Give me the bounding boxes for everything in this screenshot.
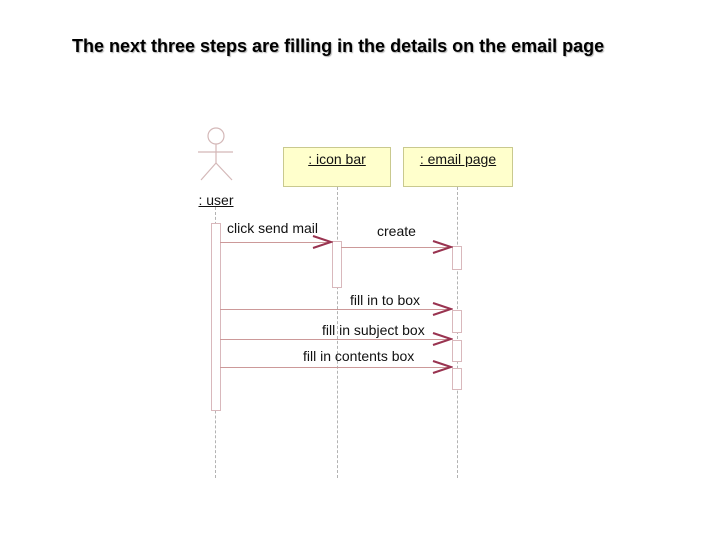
message-label: click send mail <box>227 220 319 236</box>
activation-icon-bar <box>332 241 342 288</box>
message-line-create <box>341 247 449 248</box>
message-label: fill in contents box <box>303 348 415 364</box>
object-box-icon-bar: : icon bar <box>283 147 391 187</box>
activation-email-page-1 <box>452 246 462 270</box>
activation-email-page-2 <box>452 310 462 333</box>
activation-user <box>211 223 221 411</box>
message-label: fill in subject box <box>322 322 425 338</box>
open-arrowhead-icon <box>432 332 453 346</box>
message-line-fill-in-contents-box <box>220 367 450 368</box>
message-line-click-send-mail <box>220 242 331 243</box>
actor-label-user: : user <box>198 192 234 208</box>
lifeline-icon-bar <box>337 187 338 478</box>
open-arrowhead-icon <box>432 360 453 374</box>
open-arrowhead-icon <box>312 235 333 249</box>
object-box-email-page: : email page <box>403 147 513 187</box>
activation-email-page-4 <box>452 368 462 390</box>
object-label-icon-bar: : icon bar <box>308 151 366 167</box>
open-arrowhead-icon <box>432 240 453 254</box>
open-arrowhead-icon <box>432 302 453 316</box>
activation-email-page-3 <box>452 340 462 362</box>
message-label: create <box>377 223 416 239</box>
object-label-email-page: : email page <box>419 151 497 167</box>
message-line-fill-in-to-box <box>220 309 450 310</box>
message-label: fill in to box <box>350 292 421 308</box>
slide-title: The next three steps are filling in the … <box>72 36 605 56</box>
message-line-fill-in-subject-box <box>220 339 450 340</box>
actor-stick-figure-icon <box>198 127 233 181</box>
